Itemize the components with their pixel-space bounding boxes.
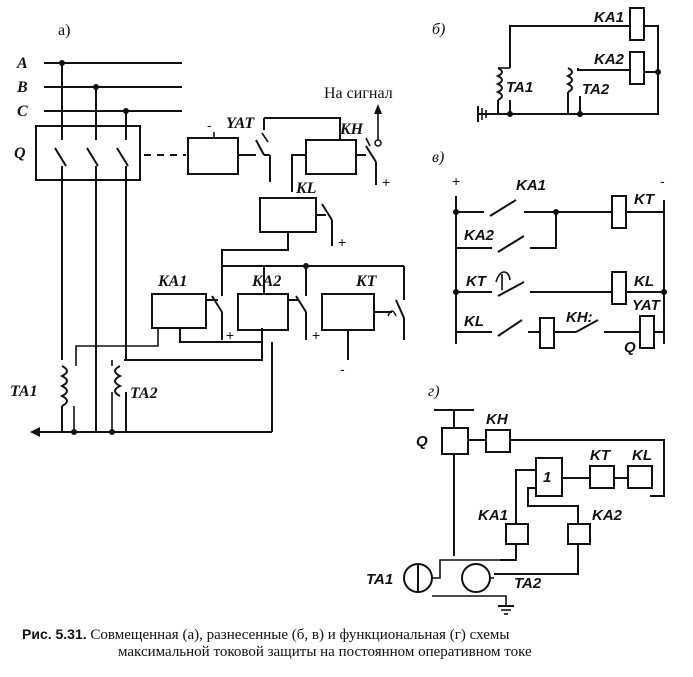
signal-relay-KH (305, 139, 357, 175)
panel-g-label: г) (428, 383, 440, 400)
TA2-label: TA2 (130, 385, 158, 402)
g-KH-block (485, 429, 511, 453)
panel-v-dc-circuits: в) + - KA1 KT KA2 KT KL KL (432, 149, 667, 356)
g-KA2-block (567, 523, 591, 545)
KL-label: KL (295, 180, 317, 197)
v-KT-coil (611, 195, 627, 229)
g-KL-label: KL (632, 447, 652, 464)
v-KH-coil (539, 317, 555, 349)
g-KA1-block (505, 523, 529, 545)
g-KL-block (627, 465, 653, 489)
v-YAT-coil (639, 315, 655, 349)
TA1-label: TA1 (10, 383, 38, 400)
b-TA1-label: TA1 (506, 79, 533, 96)
figure-caption: Рис. 5.31. Совмещенная (а), разнесенные … (22, 626, 682, 661)
g-TA1-label: TA1 (366, 571, 393, 588)
panel-a-label: а) (58, 22, 70, 39)
v-KH-label: KH: (566, 309, 593, 326)
v-KT-label: KT (634, 191, 656, 208)
v-KA2-label: KA2 (464, 227, 495, 244)
svg-text:+: + (226, 327, 234, 343)
panel-b-current-circuits: б) KA1 KA2 TA1 TA2 (432, 7, 661, 122)
breaker-Q-label: Q (14, 145, 26, 162)
v-YAT-label: YAT (632, 297, 662, 314)
signal-label: На сигнал (324, 85, 393, 102)
panel-b-label: б) (432, 21, 445, 38)
v-KA1-label: KA1 (516, 177, 546, 194)
current-relay-KA1 (151, 293, 207, 329)
caption-line2: максимальной токовой защиты на постоянно… (118, 644, 532, 660)
svg-text:+: + (312, 327, 320, 343)
g-TA2-label: TA2 (514, 575, 542, 592)
svg-text:+: + (452, 173, 460, 189)
g-KT-block (589, 465, 615, 489)
b-KA2-label: KA2 (594, 51, 625, 68)
g-KT-label: KT (590, 447, 612, 464)
current-relay-KA2 (237, 293, 289, 331)
b-KA1-coil (629, 7, 645, 41)
breaker-Q (35, 125, 141, 181)
g-or-element (535, 457, 563, 497)
phase-B-label: B (16, 79, 28, 96)
KH-label: KH (339, 121, 364, 138)
intermediate-relay-KL (259, 197, 317, 233)
panel-v-label: в) (432, 149, 444, 166)
caption-fig-number: Рис. 5.31. (22, 626, 87, 642)
YAT-label: YAT (226, 115, 255, 132)
caption-line1: Совмещенная (а), разнесенные (б, в) и фу… (90, 627, 510, 643)
svg-text:-: - (340, 361, 345, 377)
svg-text:+: + (382, 174, 390, 190)
b-KA1-label: KA1 (594, 9, 624, 26)
KT-label: KT (355, 273, 378, 290)
panel-g-functional-scheme: г) Q KH 1 KT KL KA1 KA2 TA1 TA2 (366, 383, 665, 615)
g-KA1-label: KA1 (478, 507, 508, 524)
b-TA2-label: TA2 (582, 81, 610, 98)
phase-A-label: A (16, 55, 28, 72)
g-KA2-label: KA2 (592, 507, 623, 524)
phase-C-label: C (17, 103, 28, 120)
svg-text:-: - (207, 117, 212, 133)
KA1-label: KA1 (157, 273, 187, 290)
v-KL-label: KL (634, 273, 654, 290)
g-breaker-Q (441, 427, 469, 455)
panel-a-combined-scheme: а) A B C Q YAT - (10, 22, 405, 437)
g-or-label: 1 (543, 469, 551, 486)
trip-coil-YAT (187, 137, 239, 175)
b-KA2-coil (629, 51, 645, 85)
g-Q-label: Q (416, 433, 428, 450)
v-KL-coil (611, 271, 627, 305)
g-KH-label: KH (486, 411, 509, 428)
time-relay-KT (321, 293, 375, 331)
v-KT-contact-label: KT (466, 273, 488, 290)
KA2-label: KA2 (251, 273, 281, 290)
svg-text:-: - (660, 173, 665, 189)
v-KL-contact-label: KL (464, 313, 484, 330)
svg-text:+: + (338, 234, 346, 250)
v-Q-label: Q (624, 339, 636, 356)
